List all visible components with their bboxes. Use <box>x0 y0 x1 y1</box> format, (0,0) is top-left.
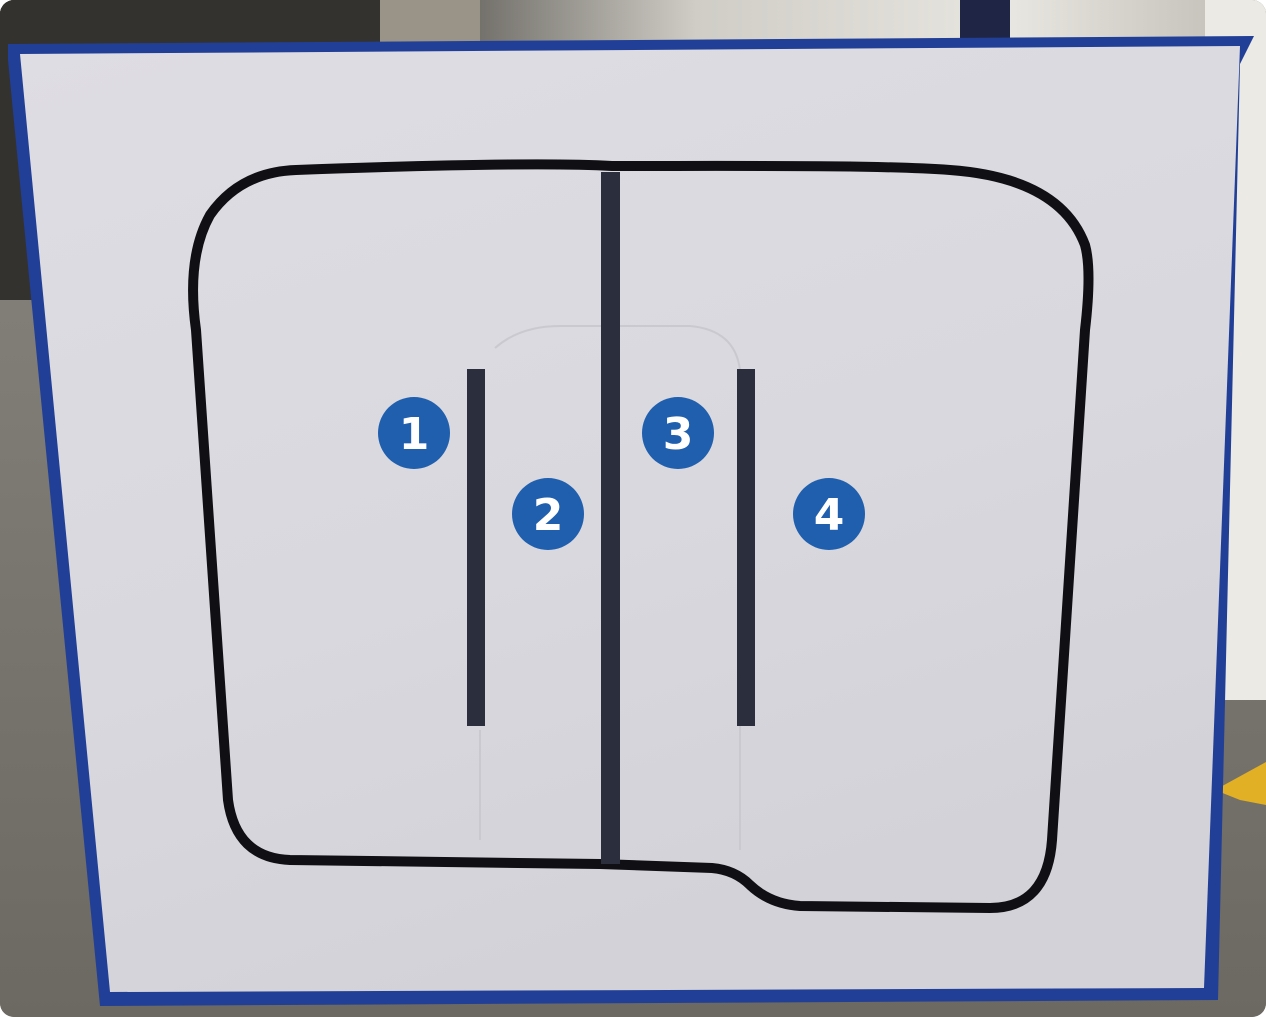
marker-3-label: 3 <box>663 409 694 460</box>
marker-1: 1 <box>378 397 450 469</box>
divider-bar-right <box>737 369 755 726</box>
divider-bar-left <box>467 369 485 726</box>
marker-2: 2 <box>512 478 584 550</box>
background-blue-object <box>960 0 1010 40</box>
marker-4: 4 <box>793 478 865 550</box>
board-surface <box>20 46 1240 992</box>
marker-4-label: 4 <box>814 490 845 541</box>
marker-1-label: 1 <box>399 409 430 460</box>
divider-bar-center <box>601 172 620 864</box>
marker-2-label: 2 <box>533 490 564 541</box>
marker-3: 3 <box>642 397 714 469</box>
